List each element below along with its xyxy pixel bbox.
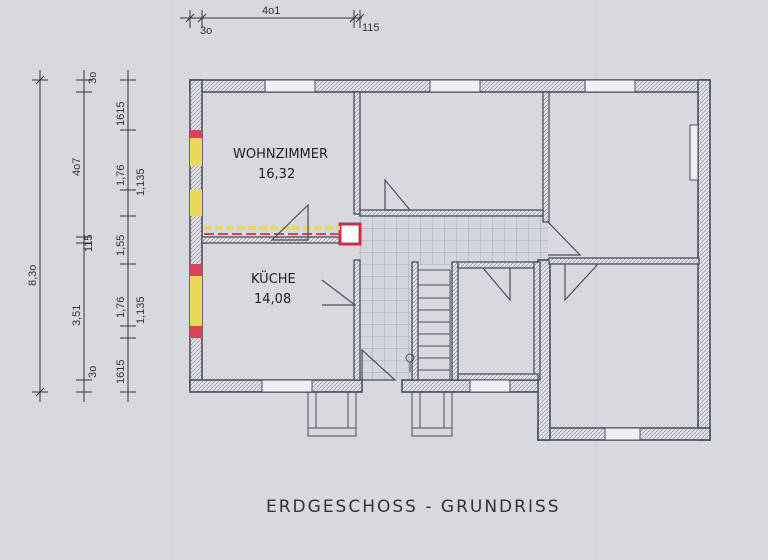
dim-left-mid-115: 115 bbox=[83, 234, 95, 252]
room-area-wohnzimmer: 16,32 bbox=[258, 167, 295, 182]
left-dimensions bbox=[32, 70, 136, 402]
dim-top-3o: 3o bbox=[200, 25, 212, 37]
dim-left-mid-351: 3,51 bbox=[71, 305, 83, 326]
dim-left-mid-407: 4o7 bbox=[71, 158, 83, 176]
hall-floor-tiles bbox=[358, 215, 548, 380]
plan-title: ERDGESCHOSS - GRUNDRISS bbox=[266, 497, 561, 517]
dim-left-overall: 8,3o bbox=[27, 265, 39, 286]
dim-inner-1135-a: 1,135 bbox=[135, 168, 147, 196]
dim-inner-3o-bottom: 3o bbox=[87, 366, 99, 378]
dim-inner-176-a: 1,76 bbox=[115, 165, 127, 186]
left-wall-window-markers bbox=[190, 130, 202, 338]
dim-inner-1615-top: 1615 bbox=[115, 102, 127, 126]
entry-steps bbox=[307, 391, 453, 437]
windows bbox=[261, 79, 699, 441]
room-area-kueche: 14,08 bbox=[254, 292, 291, 307]
dim-inner-1135-b: 1,135 bbox=[135, 296, 147, 324]
door-swings bbox=[270, 178, 599, 381]
top-dimension bbox=[180, 10, 365, 28]
dim-top-115: 115 bbox=[362, 22, 380, 34]
removed-wall-marker bbox=[204, 226, 340, 235]
chimney bbox=[338, 222, 362, 246]
dim-top-4o1: 4o1 bbox=[262, 5, 280, 17]
room-name-wohnzimmer: WOHNZIMMER bbox=[233, 147, 328, 162]
dim-inner-176-b: 1,76 bbox=[115, 297, 127, 318]
dim-inner-155: 1,55 bbox=[115, 235, 127, 256]
dim-inner-3o-top: 3o bbox=[87, 72, 99, 84]
paper-folds bbox=[171, 0, 597, 560]
room-name-kueche: KÜCHE bbox=[251, 270, 296, 287]
dim-inner-1615-bottom: 1615 bbox=[115, 360, 127, 384]
staircase bbox=[405, 269, 451, 381]
